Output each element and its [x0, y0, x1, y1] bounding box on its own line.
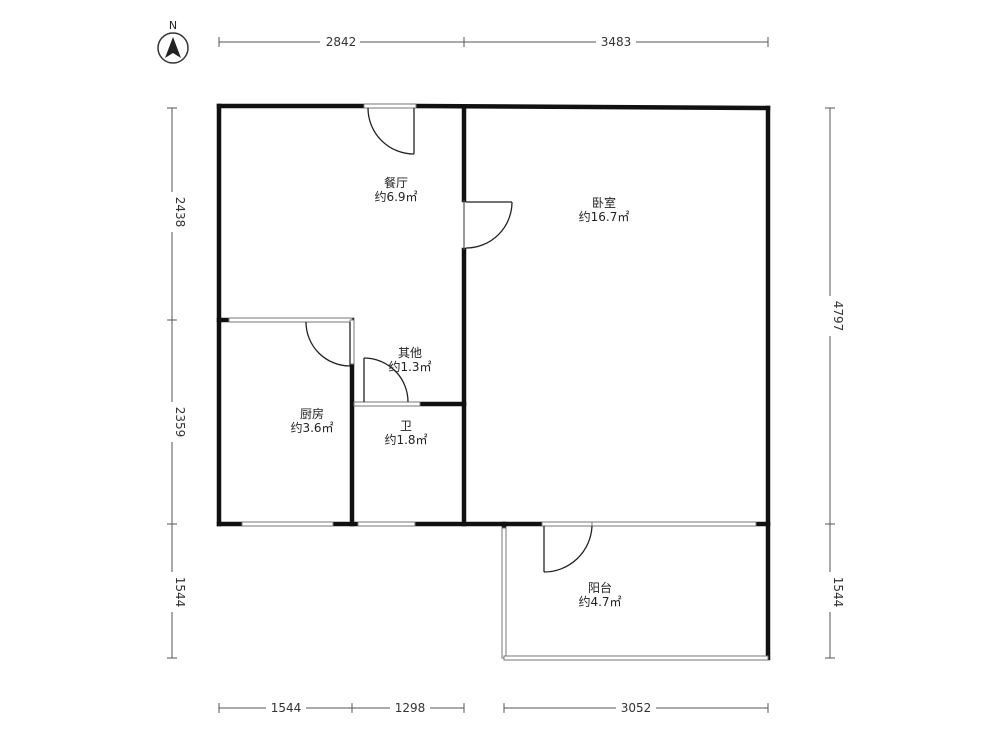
dining-door[interactable]: [367, 107, 415, 155]
bath-top-window: [353, 401, 421, 407]
room-other-area: 约1.3㎡: [388, 359, 431, 374]
balcony-window: [591, 521, 757, 527]
room-dining-area: 约6.9㎡: [374, 189, 417, 204]
bath-door[interactable]: [363, 357, 409, 403]
room-other-name: 其他: [398, 346, 422, 360]
windows: [228, 103, 769, 661]
room-labels: 餐厅 约6.9㎡ 卧室 约16.7㎡ 其他 约1.3㎡ 厨房 约3.6㎡ 卫 约…: [290, 175, 629, 609]
dim-top-2: 3483: [601, 35, 632, 49]
kitchen-door[interactable]: [305, 321, 351, 367]
kitchen-partition: [228, 317, 353, 323]
bath-window: [357, 521, 416, 527]
kitchen-window: [241, 521, 334, 527]
room-bedroom-name: 卧室: [592, 195, 616, 210]
balcony-bottom-rail: [503, 655, 769, 661]
dim-bottom: 1544 1298 3052: [218, 700, 769, 716]
room-bath-area: 约1.8㎡: [384, 432, 427, 447]
dim-left-2: 2359: [173, 407, 187, 438]
dim-left: 2438 2359 1544: [164, 107, 187, 659]
dim-bottom-3: 3052: [621, 701, 652, 715]
balcony-left-rail: [501, 527, 507, 659]
north-arrow-icon: [165, 37, 181, 58]
room-kitchen-name: 厨房: [300, 406, 324, 421]
dim-top: 2842 3483: [218, 34, 769, 50]
dim-bottom-2: 1298: [395, 701, 426, 715]
dim-top-1: 2842: [326, 35, 357, 49]
dim-right: 4797 1544: [822, 107, 845, 659]
room-bedroom-area: 约16.7㎡: [579, 209, 630, 224]
compass: N: [157, 19, 189, 64]
doors: [305, 107, 593, 573]
dining-top-frame: [363, 103, 417, 109]
balcony-door[interactable]: [541, 521, 593, 573]
room-dining-name: 餐厅: [384, 175, 408, 190]
room-bath-name: 卫: [400, 419, 412, 433]
room-balcony-name: 阳台: [588, 580, 612, 595]
dim-right-1: 4797: [831, 301, 845, 332]
room-balcony-area: 约4.7㎡: [578, 594, 621, 609]
dim-left-3: 1544: [173, 577, 187, 608]
bedroom-door[interactable]: [463, 200, 513, 250]
dim-right-2: 1544: [831, 577, 845, 608]
compass-label: N: [169, 19, 177, 32]
room-kitchen-area: 约3.6㎡: [290, 420, 333, 435]
walls: [216, 103, 771, 661]
dim-bottom-1: 1544: [271, 701, 302, 715]
dim-left-1: 2438: [173, 197, 187, 228]
